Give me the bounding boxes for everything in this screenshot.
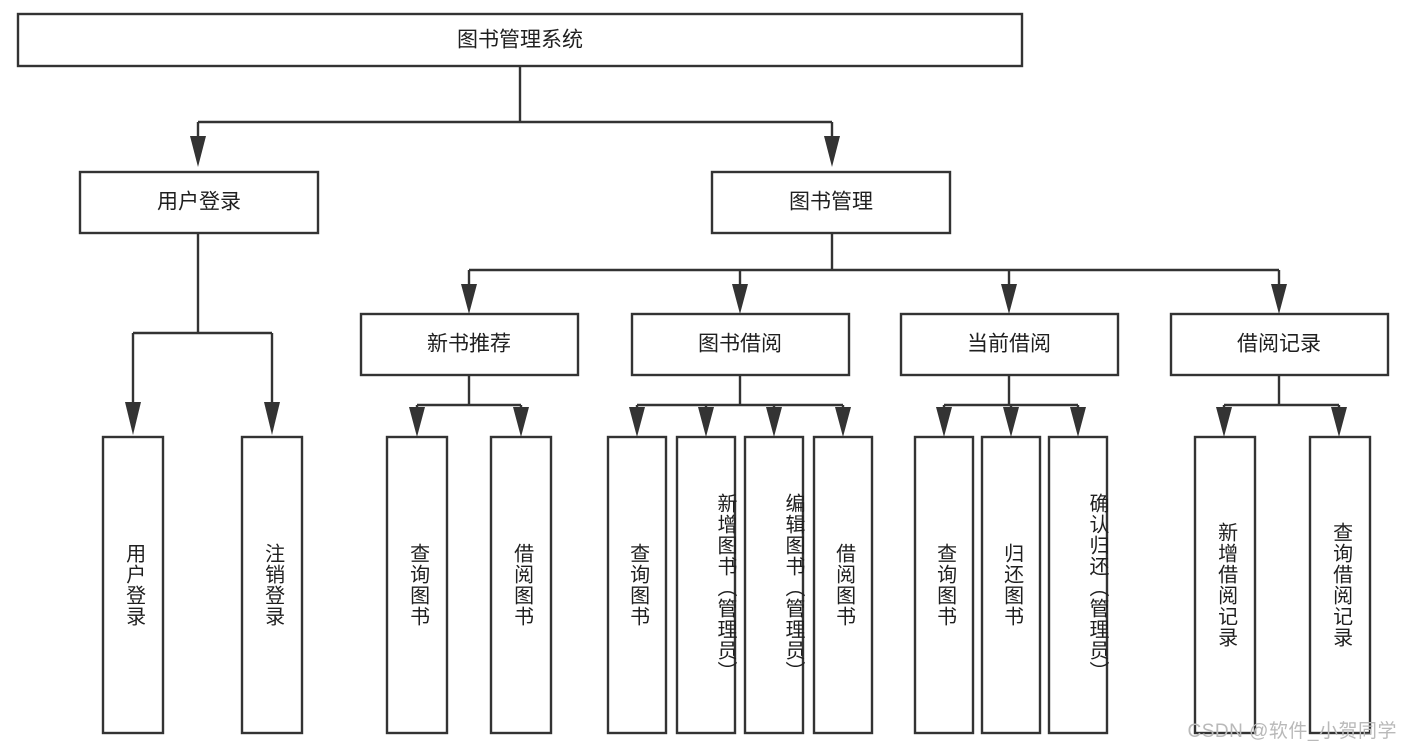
node-box-leaf-add-book-admin[interactable] [675, 435, 737, 735]
node-box-leaf-logout-login[interactable] [240, 435, 304, 735]
node-box-current-borrow[interactable] [899, 312, 1120, 377]
node-label-title: 图书管理系统 [457, 29, 583, 52]
arrow-head-new-book-recommend [461, 284, 477, 314]
arrow-head-leaf-confirm-return-admin [1070, 407, 1086, 437]
arrow-head-leaf-user-login [125, 402, 141, 435]
arrow-head-current-borrow [1001, 284, 1017, 314]
node-box-user-login[interactable] [78, 170, 320, 235]
arrow-head-leaf-query-book-2 [629, 407, 645, 437]
node-box-leaf-edit-book-admin[interactable] [743, 435, 805, 735]
arrow-head-borrow-record [1271, 284, 1287, 314]
node-box-leaf-borrow-book-1[interactable] [489, 435, 553, 735]
node-box-leaf-user-login[interactable] [101, 435, 165, 735]
node-box-book-manage[interactable] [710, 170, 952, 235]
node-box-leaf-add-borrow-record[interactable] [1193, 435, 1257, 735]
node-label-user-login: 用户登录 [157, 191, 241, 214]
arrow-head-leaf-add-book-admin [698, 407, 714, 437]
node-box-leaf-confirm-return-admin[interactable] [1047, 435, 1109, 735]
node-box-new-book-recommend[interactable] [359, 312, 580, 377]
arrow-head-leaf-edit-book-admin [766, 407, 782, 437]
arrow-head-leaf-logout-login [264, 402, 280, 435]
nodes: 图书管理系统 用户登录 图书管理 新书推荐 图书借阅 当前借阅 借阅记录 [16, 12, 1390, 735]
node-label-new-book-recommend: 新书推荐 [427, 333, 511, 356]
arrow-head-leaf-add-borrow-record [1216, 407, 1232, 437]
node-box-leaf-query-book-2[interactable] [606, 435, 668, 735]
node-box-leaf-query-borrow-record[interactable] [1308, 435, 1372, 735]
node-box-title[interactable] [16, 12, 1024, 68]
node-box-leaf-query-book-1[interactable] [385, 435, 449, 735]
arrow-head-book-borrow [732, 284, 748, 314]
arrow-head-book-manage [824, 136, 840, 167]
node-box-book-borrow[interactable] [630, 312, 851, 377]
arrow-head-leaf-query-book-3 [936, 407, 952, 437]
node-box-borrow-record[interactable] [1169, 312, 1390, 377]
node-label-book-borrow: 图书借阅 [698, 333, 782, 356]
node-box-leaf-borrow-book-2[interactable] [812, 435, 874, 735]
arrow-head-leaf-return-book [1003, 407, 1019, 437]
watermark-text: CSDN @软件_小贺同学 [1187, 721, 1397, 742]
arrow-head-leaf-borrow-book-2 [835, 407, 851, 437]
connectors [125, 66, 1347, 437]
arrow-head-leaf-borrow-book-1 [513, 407, 529, 437]
node-box-leaf-query-book-3[interactable] [913, 435, 975, 735]
arrow-head-leaf-query-borrow-record [1331, 407, 1347, 437]
node-label-current-borrow: 当前借阅 [967, 333, 1051, 356]
node-label-book-manage: 图书管理 [789, 191, 873, 214]
arrow-head-user-login [190, 136, 206, 167]
arrow-head-leaf-query-book-1 [409, 407, 425, 437]
node-box-leaf-return-book[interactable] [980, 435, 1042, 735]
node-label-borrow-record: 借阅记录 [1237, 333, 1321, 356]
